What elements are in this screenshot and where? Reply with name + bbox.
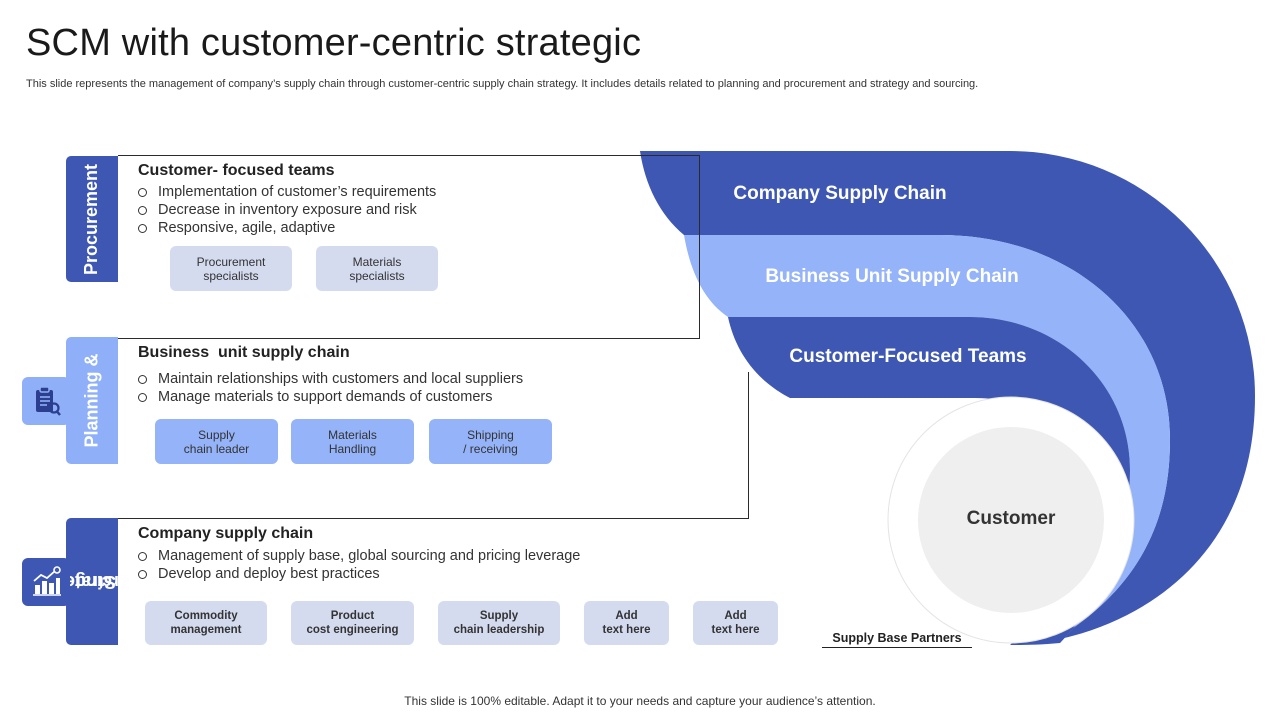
list-item: Manage materials to support demands of c… bbox=[138, 388, 523, 406]
customer-label: Customer bbox=[966, 508, 1056, 529]
clipboard-search-icon bbox=[36, 386, 61, 416]
pill-materials-handling: Materials Handling bbox=[291, 419, 414, 464]
planning-panel-outline bbox=[700, 372, 749, 519]
pill-product-cost-engineering: Product cost engineering bbox=[291, 601, 414, 645]
page-title: SCM with customer-centric strategic bbox=[26, 22, 642, 64]
pill-commodity-management: Commodity management bbox=[145, 601, 267, 645]
planning-bullets: Maintain relationships with customers an… bbox=[138, 370, 523, 406]
list-item: Decrease in inventory exposure and risk bbox=[138, 201, 436, 219]
procurement-bullets: Implementation of customer’s requirement… bbox=[138, 183, 436, 237]
pill-supply-chain-leadership: Supply chain leadership bbox=[438, 601, 560, 645]
pill-supply-chain-leader: Supply chain leader bbox=[155, 419, 278, 464]
ring-label-business-unit: Business Unit Supply Chain bbox=[765, 266, 1019, 287]
supply-base-partners-label: Supply Base Partners bbox=[822, 631, 972, 648]
planning-heading: Business unit supply chain bbox=[138, 344, 350, 361]
ring-label-customer-teams: Customer-Focused Teams bbox=[789, 346, 1027, 367]
planning-icon-box bbox=[22, 377, 70, 425]
list-item: Maintain relationships with customers an… bbox=[138, 370, 523, 388]
ring-business-unit-supply-chain bbox=[684, 235, 1170, 643]
footer-note: This slide is 100% editable. Adapt it to… bbox=[404, 694, 876, 708]
procurement-heading: Customer- focused teams bbox=[138, 162, 335, 179]
ring-label-company: Company Supply Chain bbox=[733, 183, 947, 204]
procurement-panel-outline bbox=[118, 155, 700, 339]
list-item: Management of supply base, global sourci… bbox=[138, 547, 580, 565]
page-subtitle: This slide represents the management of … bbox=[26, 78, 979, 90]
strategy-heading: Company supply chain bbox=[138, 525, 314, 542]
list-item: Develop and deploy best practices bbox=[138, 565, 580, 583]
pill-materials-specialists: Materials specialists bbox=[316, 246, 438, 291]
pill-shipping-receiving: Shipping / receiving bbox=[429, 419, 552, 464]
list-item: Responsive, agile, adaptive bbox=[138, 219, 436, 237]
strategy-tab: Strategy &sourcing bbox=[26, 518, 151, 645]
procurement-tab: Procurement bbox=[66, 156, 118, 282]
strategy-bullets: Management of supply base, global sourci… bbox=[138, 547, 580, 583]
procurement-tab-label: Procurement bbox=[81, 163, 102, 275]
pill-add-text-1: Add text here bbox=[584, 601, 669, 645]
strategy-icon-box bbox=[22, 558, 70, 606]
growth-chart-icon bbox=[33, 566, 61, 596]
planning-tab: Planning & bbox=[66, 337, 118, 464]
pill-procurement-specialists: Procurement specialists bbox=[170, 246, 292, 291]
list-item: Implementation of customer’s requirement… bbox=[138, 183, 436, 201]
planning-panel-bottom-line bbox=[118, 518, 748, 519]
pill-add-text-2: Add text here bbox=[693, 601, 778, 645]
planning-tab-label: Planning & bbox=[81, 353, 102, 448]
